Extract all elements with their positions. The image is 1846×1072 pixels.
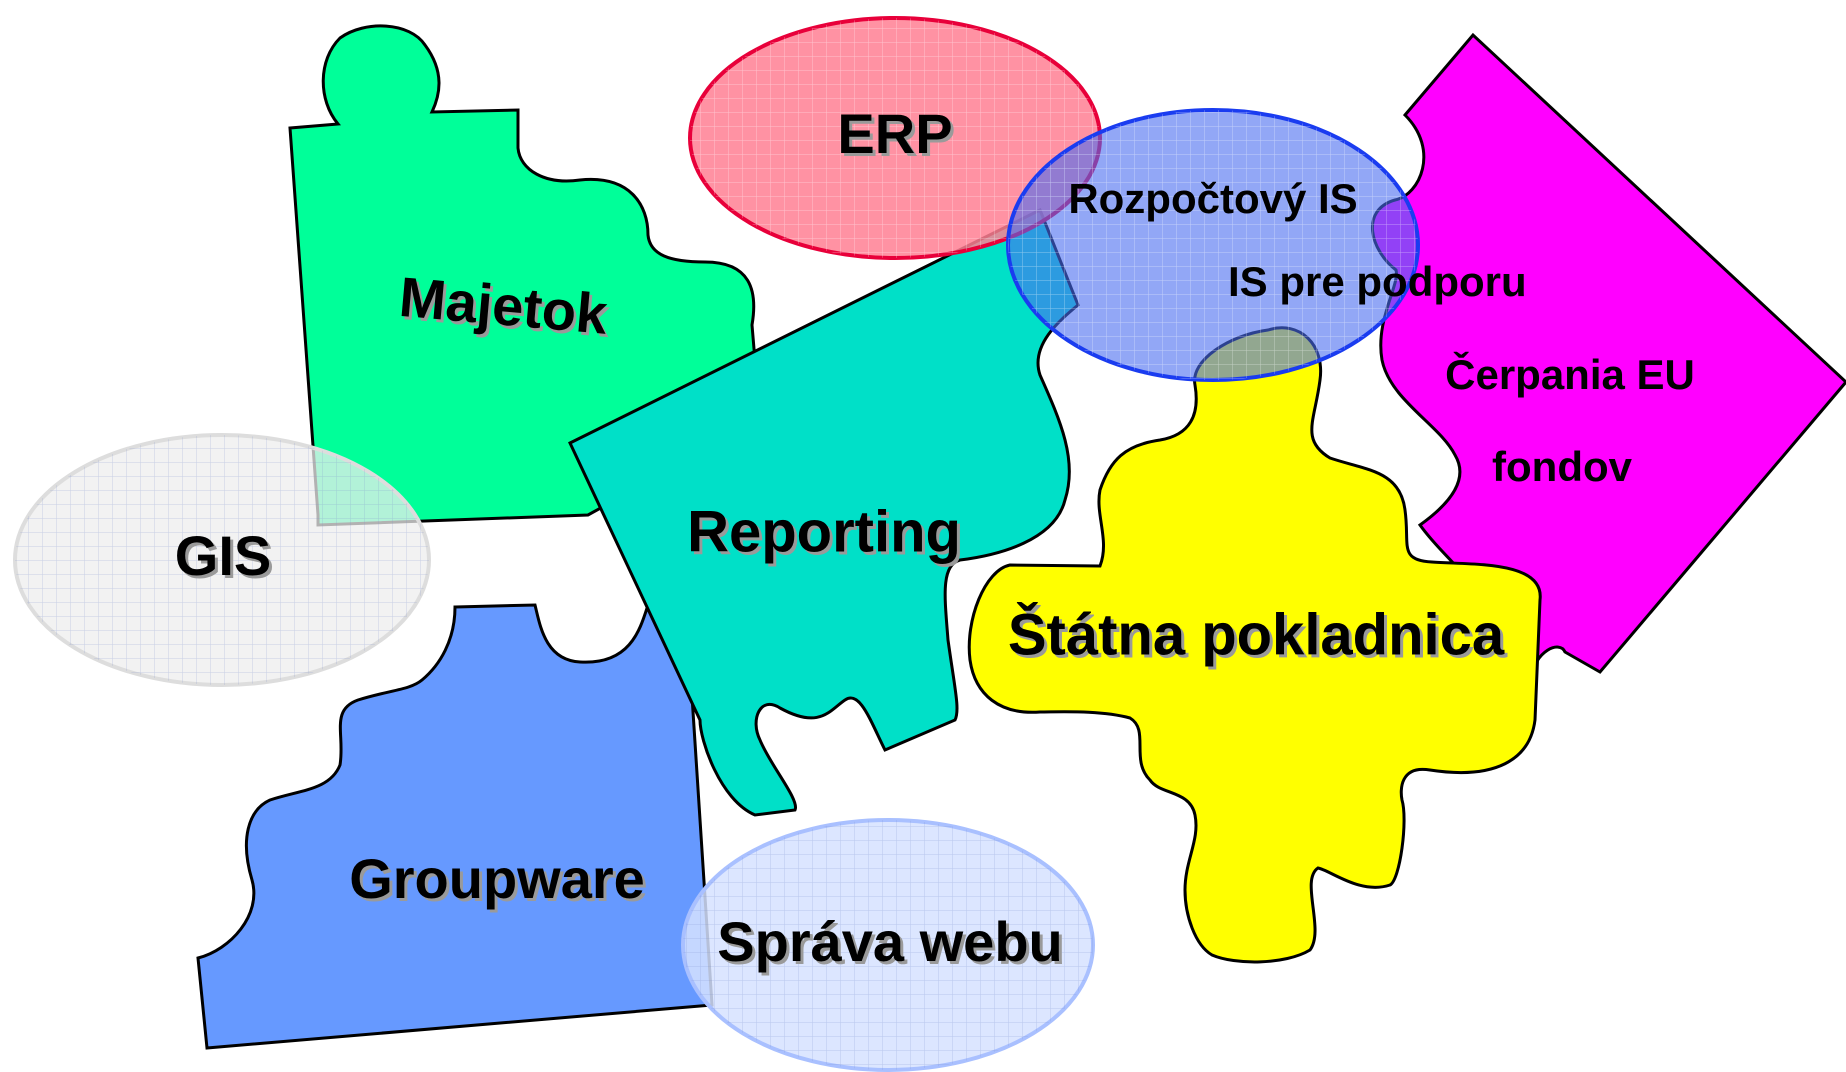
erp-label: ERP bbox=[837, 102, 952, 165]
is-eu-label-line-1: IS pre podporu bbox=[1228, 258, 1527, 305]
rozpoctovy-is-label: Rozpočtový IS bbox=[1068, 175, 1357, 222]
is-eu-label-line-2: Čerpania EU bbox=[1445, 350, 1695, 398]
reporting-label: Reporting bbox=[687, 499, 961, 564]
majetok-piece bbox=[288, 24, 762, 527]
groupware-label-shadow: Groupware bbox=[352, 850, 648, 913]
is-eu-label-line-3: fondov bbox=[1492, 443, 1633, 490]
statna-pokladnica-label: Štátna pokladnica bbox=[1008, 602, 1505, 667]
gis-label-shadow: GIS bbox=[178, 527, 274, 590]
reporting-piece bbox=[568, 207, 1080, 817]
sprava-webu-ellipse bbox=[681, 818, 1095, 1072]
reporting-label-shadow: Reporting bbox=[690, 502, 964, 567]
groupware-label: Groupware bbox=[349, 847, 645, 910]
gis-ellipse bbox=[13, 433, 431, 687]
statna-pokladnica-label-shadow: Štátna pokladnica bbox=[1011, 605, 1508, 670]
erp-label-shadow: ERP bbox=[840, 105, 955, 168]
groupware-piece bbox=[196, 585, 714, 1050]
gis-label: GIS bbox=[175, 524, 271, 587]
statna-pokladnica-piece bbox=[967, 326, 1542, 964]
sprava-webu-label-shadow: Správa webu bbox=[720, 913, 1065, 976]
sprava-webu-label: Správa webu bbox=[717, 910, 1062, 973]
rozpoctovy-is-ellipse bbox=[1006, 108, 1420, 382]
erp-ellipse bbox=[688, 16, 1102, 260]
